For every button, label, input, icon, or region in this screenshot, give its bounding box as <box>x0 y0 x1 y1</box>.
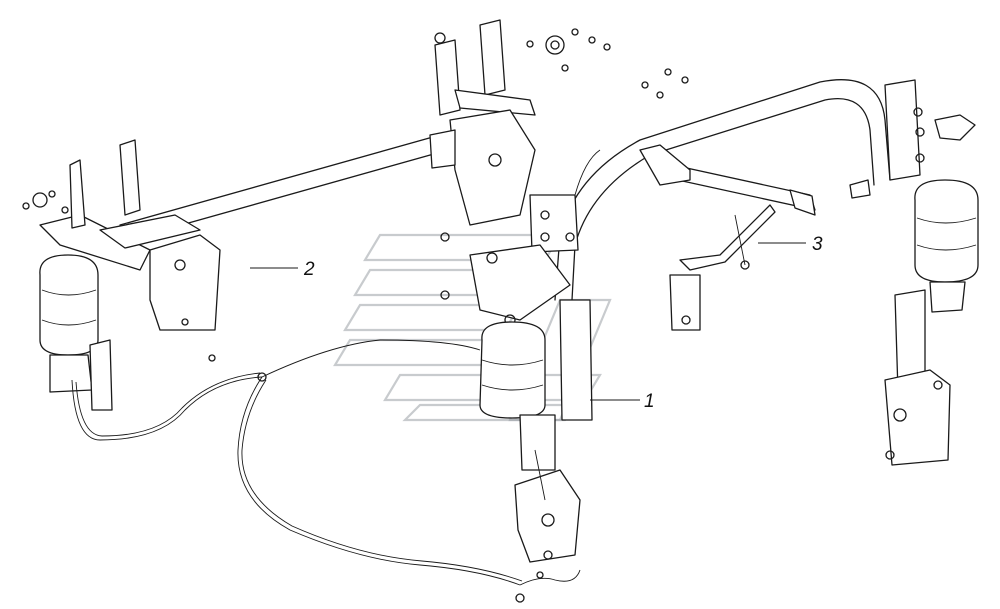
callout-1: 1 <box>590 391 655 412</box>
callout-2: 2 <box>250 259 315 280</box>
left-mounting-bracket <box>99 214 221 362</box>
callout-3-label: 3 <box>812 234 823 255</box>
left-air-spring <box>22 139 151 411</box>
callout-1-label: 1 <box>644 391 655 412</box>
hardware-nuts <box>526 28 689 99</box>
right-air-spring <box>849 79 979 466</box>
center-air-spring-post <box>440 194 593 563</box>
air-hose-lines <box>71 149 601 603</box>
cross-member <box>639 144 816 331</box>
center-upper-bracket <box>429 19 536 226</box>
callout-3: 3 <box>758 234 823 255</box>
callout-2-label: 2 <box>303 259 315 280</box>
